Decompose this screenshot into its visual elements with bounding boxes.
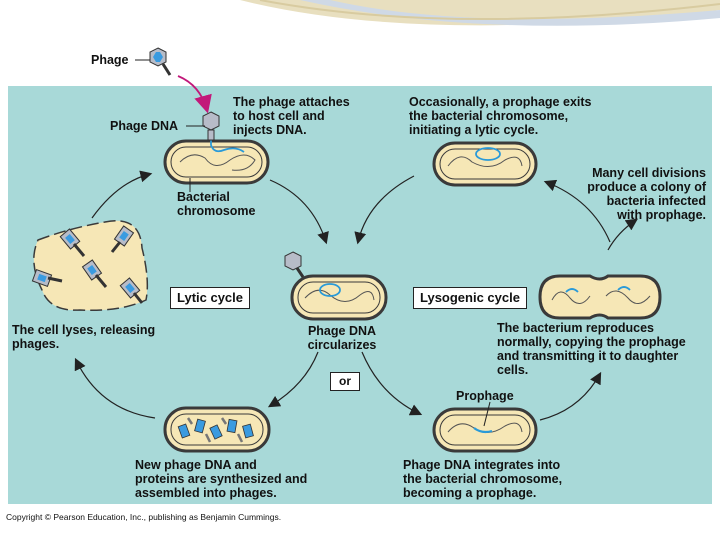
arrow-circularize-to-synthesis	[267, 351, 319, 408]
prophage-leader	[483, 401, 491, 427]
attach-arrow	[177, 75, 212, 114]
released-phage-3	[31, 268, 63, 288]
arrow-synthesis-to-lyse	[74, 357, 156, 419]
slide-header-swoosh	[0, 0, 720, 48]
arrow-divisions-to-exit	[543, 179, 611, 243]
released-phage-4	[81, 259, 108, 288]
cell-integrated	[432, 407, 538, 453]
copyright-notice: Copyright © Pearson Education, Inc., pub…	[6, 512, 282, 522]
arrow-reproduce-to-divisions	[607, 218, 638, 251]
released-phage-5	[119, 277, 144, 304]
phage-icon	[149, 47, 172, 76]
arrow-integrate-to-reproduce	[539, 371, 602, 421]
label-phage: Phage	[91, 53, 129, 67]
released-phage-1	[59, 228, 86, 257]
lytic-cycle-box: Lytic cycle	[170, 287, 251, 309]
cell-synthesis	[163, 406, 271, 453]
arrow-circularize-to-integrate	[361, 351, 423, 416]
or-box: or	[330, 372, 360, 391]
cell-circularizes	[284, 251, 388, 321]
arrow-exit-to-circularize	[354, 175, 415, 245]
label-prophage: Prophage	[456, 389, 514, 403]
label-phage-dna: Phage DNA	[110, 119, 179, 133]
cell-attachment	[163, 111, 270, 185]
arrow-lyse-to-attach	[91, 170, 153, 219]
cell-prophage-exit	[432, 141, 538, 187]
cell-lysed	[31, 220, 149, 312]
arrow-attach-to-circularize	[269, 179, 329, 245]
cell-dividing	[538, 274, 662, 320]
lysogenic-cycle-box: Lysogenic cycle	[413, 287, 527, 309]
released-phage-2	[110, 225, 135, 253]
